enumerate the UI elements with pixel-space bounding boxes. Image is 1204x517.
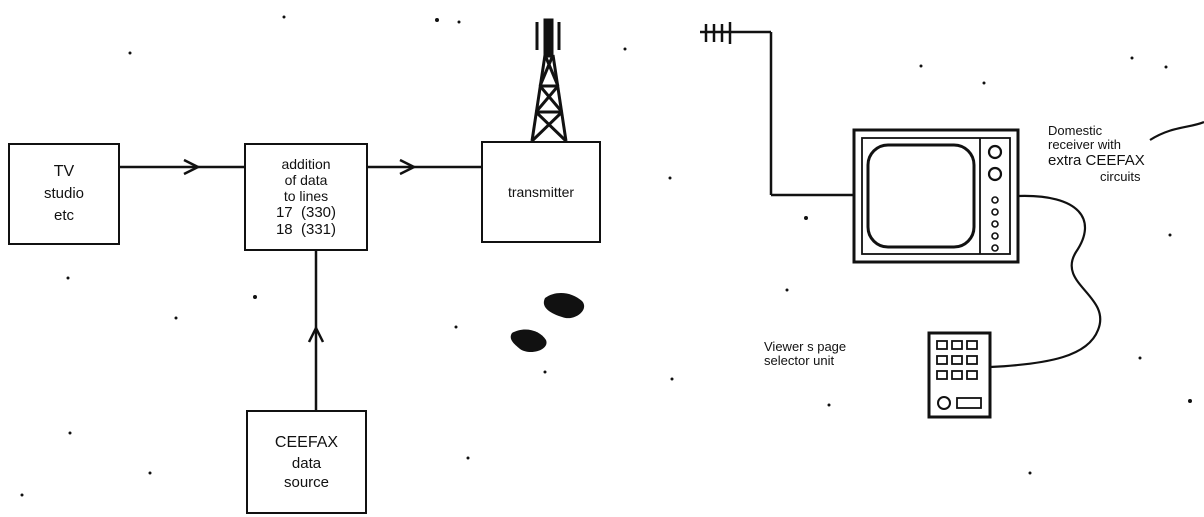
receiver-label-line-2: receiver with bbox=[1048, 137, 1121, 152]
arrowhead-source-to-addition bbox=[307, 325, 325, 343]
arrowhead-studio-to-addition bbox=[183, 158, 201, 176]
receiver-label-line-4: circuits bbox=[1100, 169, 1141, 184]
addition-line-2: of data bbox=[284, 172, 328, 188]
tv-studio-line-2: studio bbox=[43, 185, 85, 202]
addition-line-5: 18 (331) bbox=[275, 221, 337, 238]
transmitter-box: transmitter bbox=[481, 141, 601, 243]
television-icon bbox=[852, 128, 1020, 264]
scan-noise bbox=[20, 15, 1192, 497]
keypad-icon bbox=[927, 331, 992, 419]
receiver-label-line-1: Domestic bbox=[1048, 123, 1103, 138]
addition-line-3: to lines bbox=[283, 188, 329, 204]
selector-label: Viewer s page selector unit bbox=[764, 340, 846, 368]
receiver-label-line-3: extra CEEFAX bbox=[1048, 152, 1145, 169]
selector-label-line-1: Viewer s page bbox=[764, 339, 847, 354]
transmitter-tower-icon bbox=[530, 18, 568, 143]
cable-tv-to-selector bbox=[989, 194, 1102, 369]
data-addition-box: addition of data to lines 17 (330) 18 (3… bbox=[244, 143, 368, 251]
source-line-3: source bbox=[283, 474, 330, 491]
tv-studio-box: TV studio etc bbox=[8, 143, 120, 245]
ceefax-source-box: CEEFAX data source bbox=[246, 410, 367, 514]
addition-line-4: 17 (330) bbox=[275, 204, 337, 221]
transmitter-label: transmitter bbox=[507, 183, 575, 200]
receiver-label: Domestic receiver with extra CEEFAX circ… bbox=[1048, 124, 1145, 184]
source-line-1: CEEFAX bbox=[274, 434, 339, 451]
source-line-2: data bbox=[291, 455, 322, 472]
addition-line-1: addition bbox=[281, 156, 331, 172]
cable-offscreen bbox=[1149, 120, 1204, 141]
selector-label-line-2: selector unit bbox=[764, 353, 835, 368]
antenna-icon bbox=[700, 22, 854, 197]
tv-studio-line-3: etc bbox=[53, 207, 74, 224]
arrowhead-addition-to-transmitter bbox=[399, 158, 417, 176]
tv-studio-line-1: TV bbox=[53, 163, 75, 180]
